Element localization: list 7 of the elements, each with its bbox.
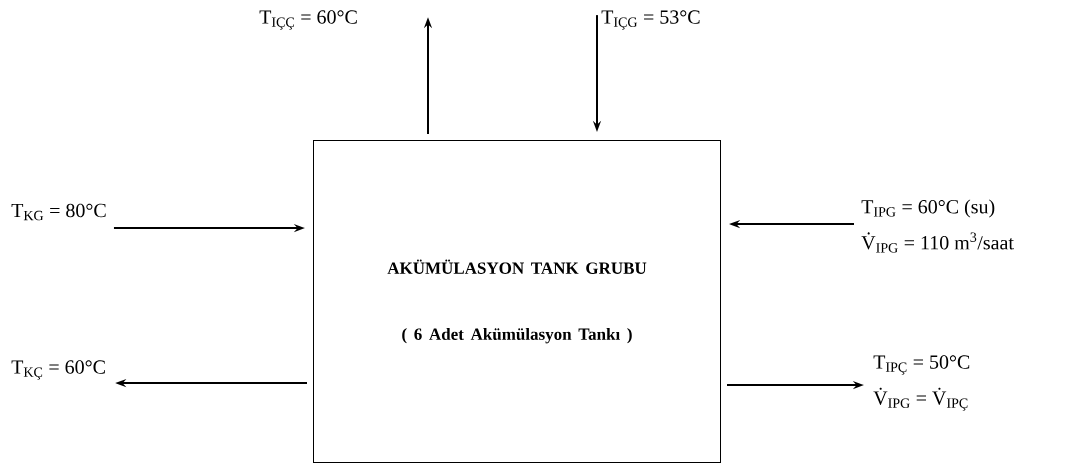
variable-label: T$_{KÇ}$ = 60°C xyxy=(11,360,105,380)
variable-label: T$_{IÇG}$ = 53°C xyxy=(601,10,700,30)
variable-label: T$_{IPÇ}$ = 50°C V̇$_{IPG}$ = V̇$_{IPÇ}$ xyxy=(873,355,970,411)
variable-label: T$_{IÇÇ}$ = 60°C xyxy=(259,10,357,30)
variable-label: T$_{KG}$ = 80°C xyxy=(11,203,106,221)
variable-label: T$_{IPG}$ = 60°C (su) V̇$_{IPG}$ = 110 m$^{3}$/saat xyxy=(861,199,1014,253)
process-box: AKÜMÜLASYON TANK GRUBU ( 6 Adet Akümülasyon Tankı ) xyxy=(313,140,721,463)
